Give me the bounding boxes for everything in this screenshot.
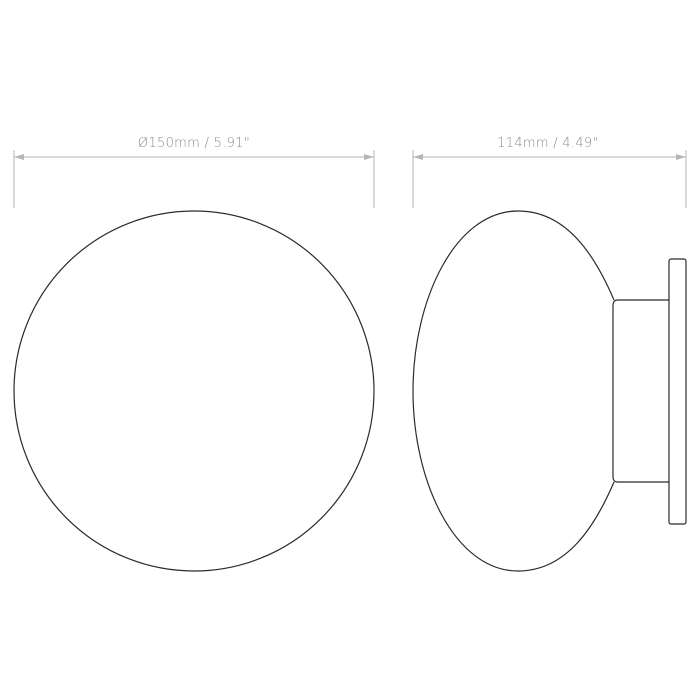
side-view bbox=[412, 210, 687, 572]
side-arrowhead-left bbox=[413, 154, 423, 160]
side-view-backplate bbox=[668, 258, 687, 525]
front-arrowhead-left bbox=[14, 154, 24, 160]
front-view-globe bbox=[13, 210, 375, 572]
side-view-fitter bbox=[612, 299, 669, 483]
side-view-globe bbox=[412, 210, 615, 572]
side-dimension: 114mm / 4.49" bbox=[412, 136, 687, 208]
side-arrowhead-right bbox=[676, 154, 686, 160]
front-dimension-label: Ø150mm / 5.91" bbox=[138, 136, 250, 151]
front-arrowhead-right bbox=[364, 154, 374, 160]
front-dimension: Ø150mm / 5.91" bbox=[13, 136, 375, 208]
side-dimension-label: 114mm / 4.49" bbox=[497, 136, 599, 151]
